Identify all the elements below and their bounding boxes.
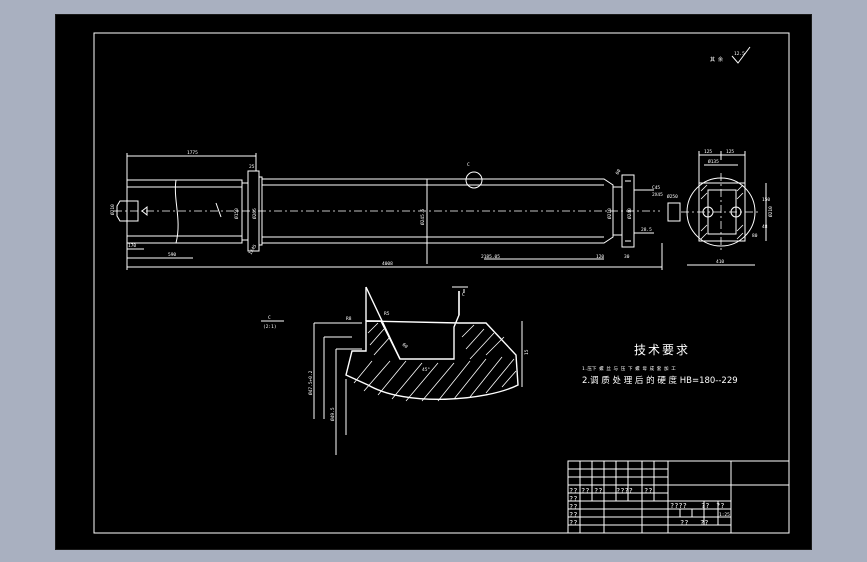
dim-end-a: Ø210 (606, 208, 613, 219)
tb-r1-c1: ?? (569, 487, 577, 495)
tb-r2-c2: ???? (670, 502, 687, 510)
dim-end-right: 120 (596, 254, 604, 260)
tb-r2-c4: ?? (716, 502, 724, 510)
hole-label: C (467, 162, 470, 168)
dim-step: 28.5 (641, 227, 652, 233)
drawing-svg: 其 余 12.5 1775 (93, 32, 790, 534)
side-square (698, 182, 746, 242)
dim-top-length: 1775 (187, 150, 198, 156)
side-dim-bottom: 410 (716, 259, 724, 265)
side-dim-top-a: 125 (704, 149, 712, 155)
dim-chamfer: C45 (652, 185, 660, 191)
detail-scale: (2:1) (263, 324, 277, 330)
title-block: ?? ?? ?? ???? ?? ?? ???? ?? ?? ?? ?? ?? … (567, 460, 790, 534)
side-dim-right-d: 80 (752, 233, 758, 239)
drawing-frame (93, 32, 790, 534)
break-line (174, 179, 179, 244)
side-dim-top-c: Ø135 (708, 158, 719, 165)
side-view: 125 125 Ø135 410 Ø210 150 48 80 Ø250 (667, 149, 774, 266)
side-dim-left: Ø250 (667, 193, 678, 200)
detail-left-b: Ø49.5 (329, 407, 336, 421)
main-view: 1775 25 4008 590 170 2185.05 120 30 Ø210… (109, 150, 663, 270)
tb-bottom-2: ?? (700, 519, 708, 527)
flange (247, 170, 260, 252)
tb-bottom-1: ?? (680, 519, 688, 527)
side-hatch (700, 184, 744, 240)
dim-end-right-b: 30 (624, 254, 630, 260)
dim-end-b: Ø240 (626, 208, 633, 219)
dim-inner-b: Ø265 (251, 208, 258, 219)
dim-flange-small: 25 (249, 164, 255, 170)
roughness-note: 其 余 12.5 (710, 46, 751, 64)
tb-r1-c5: ?? (644, 487, 652, 495)
detail-right-depth: 15 (524, 349, 530, 355)
end-collar (621, 174, 635, 248)
dim-body: Ø245.5 (419, 208, 426, 225)
detail-r-b: R8 (346, 316, 352, 322)
dim-top-right: 60 (615, 168, 623, 176)
tb-scale: 1:25 (719, 512, 730, 518)
detail-view-c: C (2:1) (261, 286, 530, 455)
detail-r-a: R5 (384, 311, 390, 317)
dim-bottom-small: 170 (128, 243, 136, 249)
detail-top-flag: C (462, 292, 465, 298)
roughness-label: 其 余 (710, 56, 723, 63)
tb-r1-c3: ?? (594, 487, 602, 495)
tb-r5: ?? (569, 519, 577, 527)
drawing-canvas[interactable]: 其 余 12.5 1775 (55, 14, 812, 550)
screw-body (261, 178, 614, 244)
tech-req-line2: 2.调 质 处 理 后 的 硬 度 HB=180--229 (582, 375, 738, 386)
dim-inner-a: Ø150 (233, 208, 240, 219)
tech-req-title: 技术要求 (634, 343, 690, 357)
tb-r1-c4: ???? (616, 487, 633, 495)
tb-r2-c3: ?? (701, 502, 709, 510)
tb-r4: ?? (569, 511, 577, 519)
tech-requirements: 技术要求 1.压下 螺 丝 与 压 下 螺 母 成 套 加 工 2.调 质 处 … (582, 343, 738, 386)
detail-hatch (353, 322, 517, 402)
dim-bottom-mid: 590 (168, 252, 176, 258)
roughness-value: 12.5 (734, 51, 745, 57)
roughness-symbol (731, 46, 751, 64)
detail-angle: 60 (401, 342, 409, 350)
dim-offset: 2185.05 (481, 254, 500, 260)
detail-label: C (268, 315, 271, 321)
side-dim-right-b: 150 (762, 197, 770, 203)
side-dim-right-c: 48 (762, 224, 768, 230)
tb-r1-c2: ?? (581, 487, 589, 495)
dim-chamfer-b: 2X45 (652, 192, 663, 198)
tech-req-line1: 1.压下 螺 丝 与 压 下 螺 母 成 套 加 工 (582, 365, 676, 372)
side-dim-top-b: 125 (726, 149, 734, 155)
detail-left-a: Ø47.5+0.2 (307, 370, 314, 395)
tb-r3: ?? (569, 503, 577, 511)
dim-overall: 4008 (382, 261, 393, 267)
detail-angle-b: 45° (422, 367, 430, 373)
hole-c (465, 171, 483, 189)
dim-corner: 1X45 (248, 243, 259, 256)
tb-r2-c1: ?? (569, 495, 577, 503)
thread-section (126, 179, 243, 244)
side-dim-right-a: Ø210 (767, 206, 774, 217)
dim-left-dia: Ø210 (109, 204, 116, 215)
